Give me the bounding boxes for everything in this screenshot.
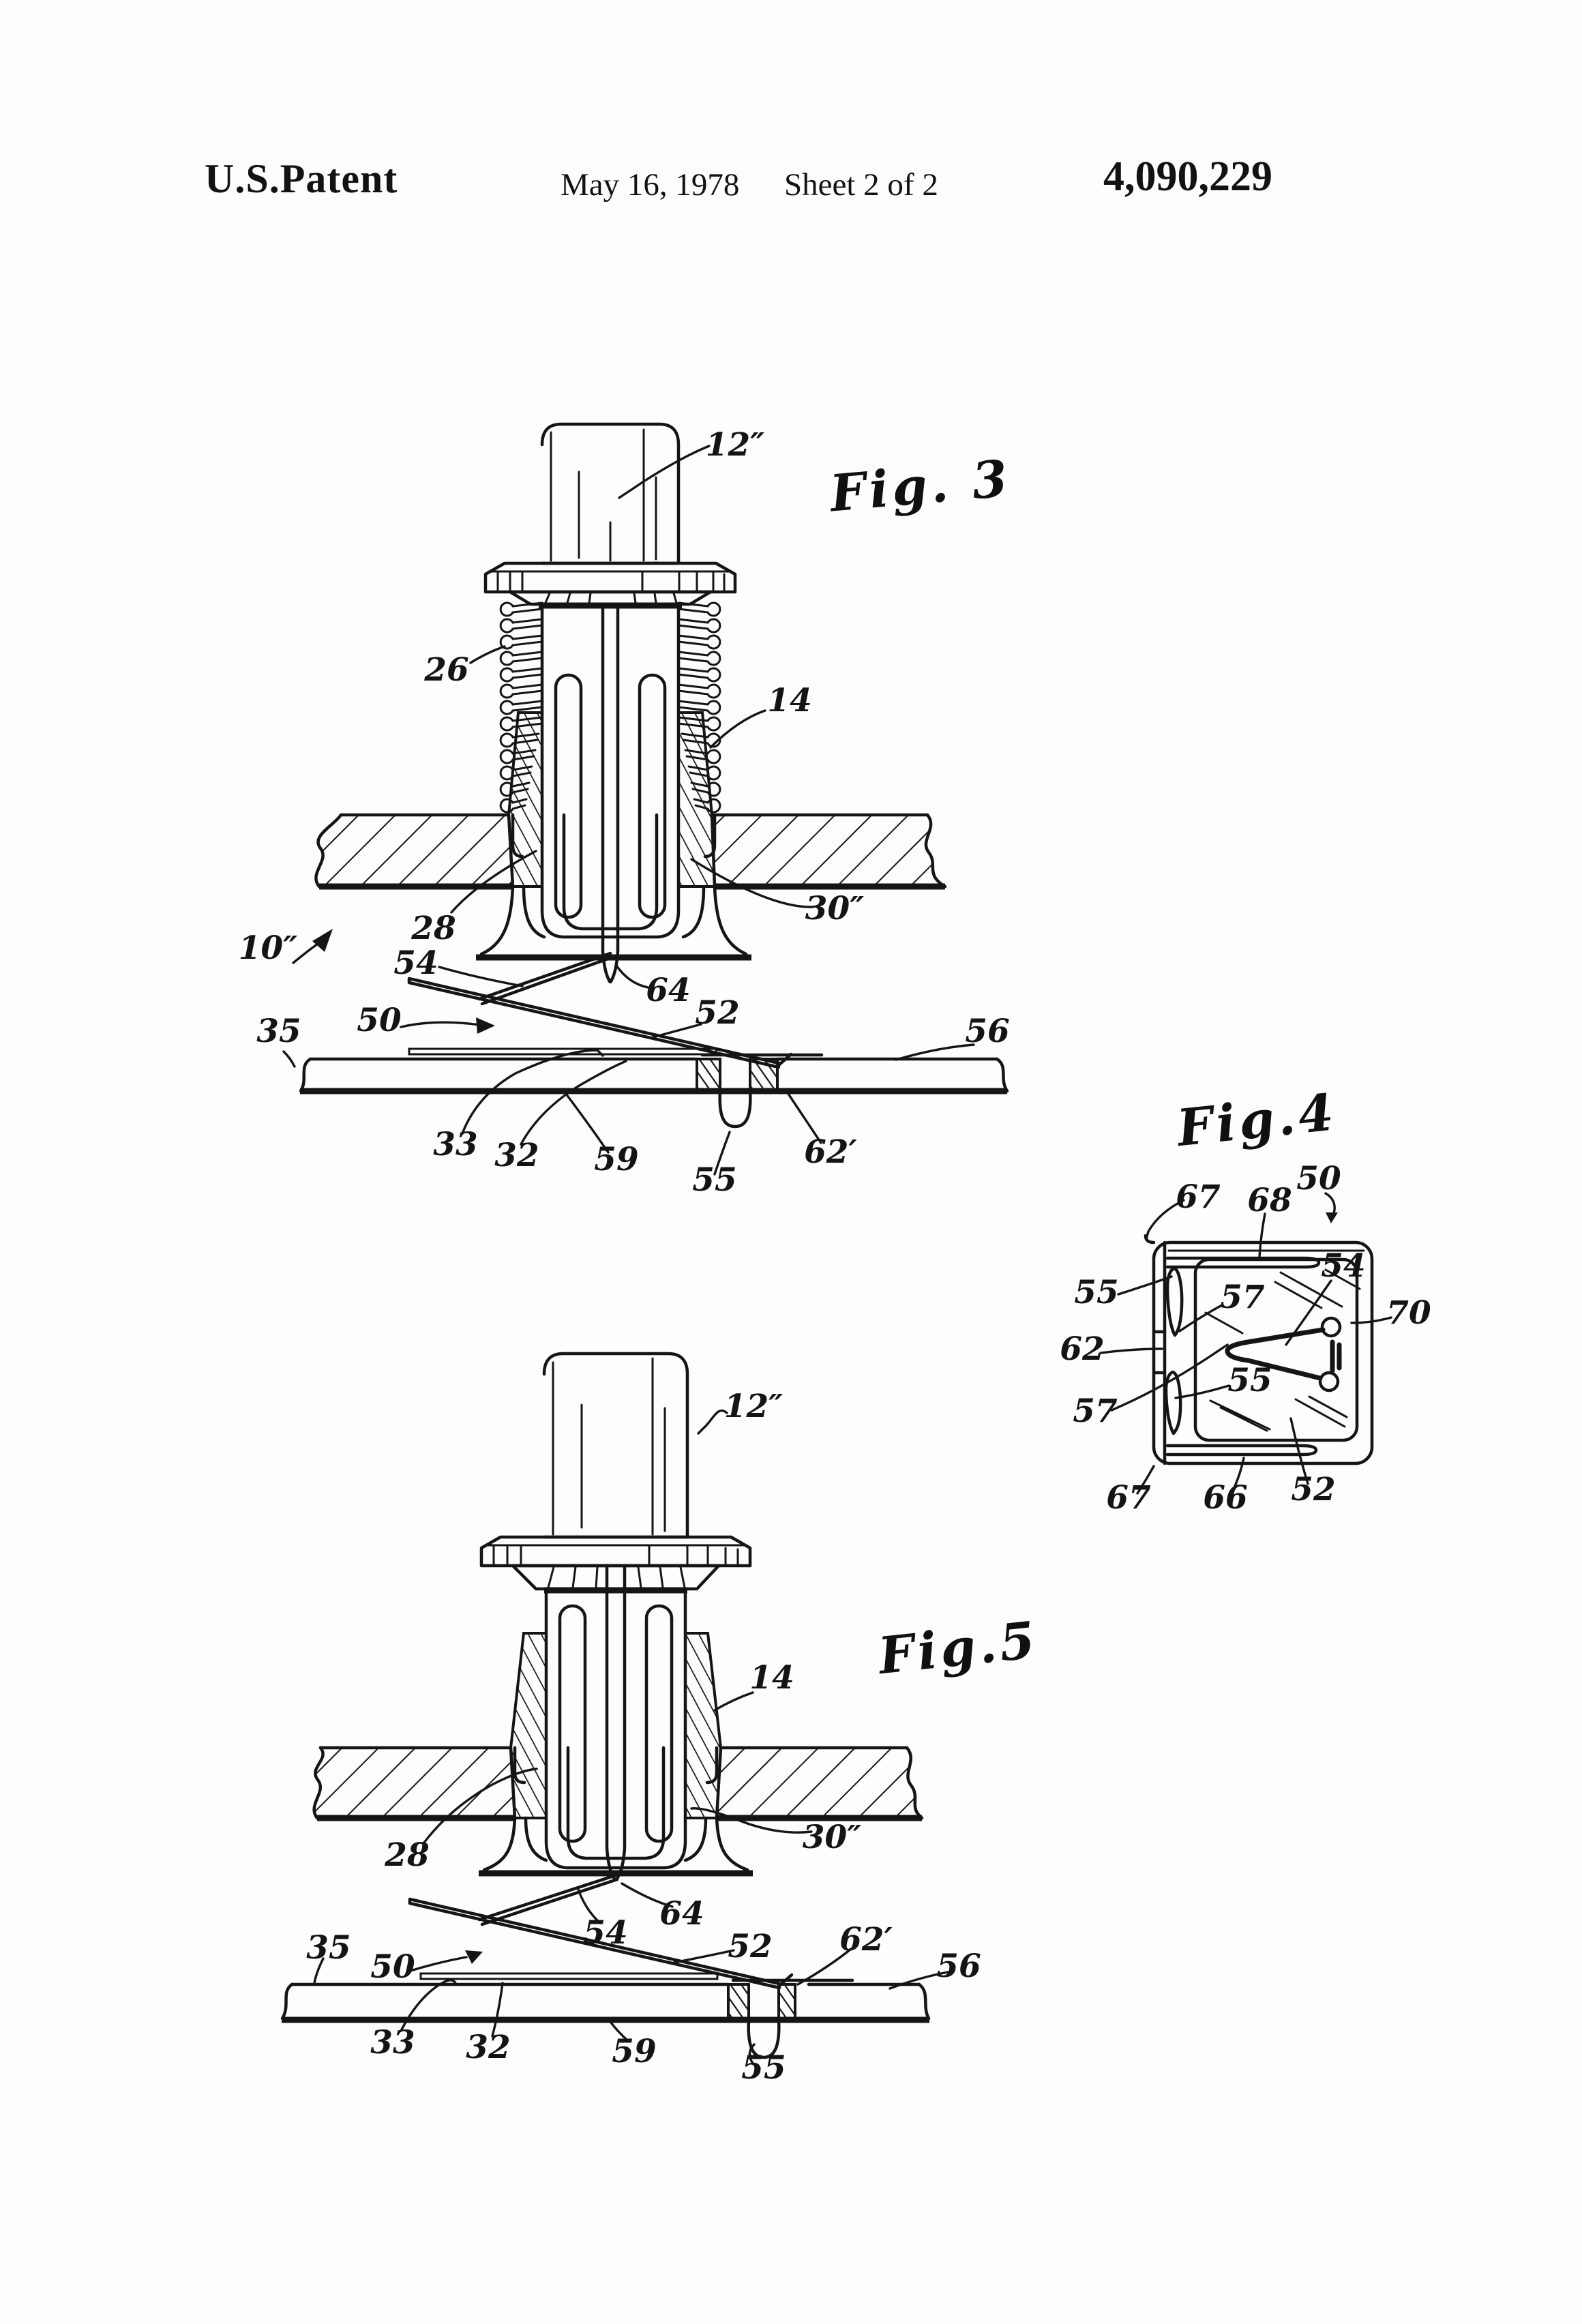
- fig3-anchor-body: [540, 602, 681, 984]
- fig5-ref-55: 55: [741, 2049, 786, 2087]
- fig5-ref-28: 28: [384, 1836, 429, 1874]
- fig4-ref-68: 68: [1247, 1182, 1292, 1219]
- fig3-ref-64: 64: [646, 972, 690, 1009]
- fig4-shading: [1204, 1268, 1361, 1432]
- fig5-ref-52: 52: [728, 1928, 772, 1965]
- fig5-ref-64: 64: [659, 1895, 704, 1933]
- fig5-ref-62: 62′: [839, 1921, 893, 1958]
- fig3-collar: [507, 711, 717, 888]
- sheet-number: Sheet 2 of 2: [784, 167, 938, 203]
- fig4-ref-67-top: 67: [1176, 1178, 1221, 1216]
- fig3-ref-54: 54: [393, 944, 438, 982]
- fig4-ref-57-lower: 57: [1073, 1392, 1118, 1430]
- fig3-upper-panel: [314, 813, 947, 890]
- fig3-ref-50: 50: [357, 1002, 402, 1039]
- fig5-stud: [542, 1352, 689, 1539]
- fig3-ref-12: 12″: [706, 426, 764, 464]
- fig3-ref-10: 10″: [239, 929, 297, 967]
- figure-5-drawing: Fig.5 12″ 14 28 30″ 64 54 52 62′ 56 35 5…: [280, 1352, 1041, 2087]
- fig5-anchor-body: [544, 1564, 687, 1881]
- fig4-ref-labels: Fig.4 67 68 50 54 70 55 57 62 55 57 67 6…: [1060, 1083, 1431, 1517]
- fig4-hairpin-spring: [1225, 1316, 1342, 1392]
- fig3-ref-59: 59: [594, 1141, 638, 1178]
- fig5-ref-50: 50: [370, 1948, 415, 1986]
- figure-3-title: Fig. 3: [826, 449, 1013, 524]
- fig5-ref-54: 54: [583, 1914, 627, 1952]
- fig5-ref-14: 14: [749, 1659, 794, 1697]
- fig3-ref-14: 14: [767, 682, 811, 719]
- figure-3-drawing: Fig. 3 12″ 26 14 28 30″ 10″ 54 64 50 35 …: [239, 422, 1013, 1199]
- fig4-ref-55-left: 55: [1074, 1274, 1118, 1311]
- fig5-ref-labels: Fig.5 12″ 14 28 30″ 64 54 52 62′ 56 35 5…: [306, 1388, 1041, 2087]
- fig5-ref-59: 59: [612, 2033, 656, 2070]
- figure-4-drawing: Fig.4 67 68 50 54 70 55 57 62 55 57 67 6…: [1060, 1083, 1431, 1517]
- fig5-leader-lines: [313, 1409, 949, 2065]
- patent-office-title: U.S.Patent: [205, 156, 398, 201]
- fig5-flange: [479, 1535, 752, 1594]
- fig5-ref-32: 32: [466, 2029, 510, 2066]
- fig4-ref-52: 52: [1291, 1471, 1335, 1508]
- fig5-ref-56: 56: [936, 1948, 981, 1985]
- fig3-ref-52: 52: [695, 994, 739, 1032]
- fig5-grommet: [479, 1746, 753, 1877]
- fig4-clip-plate: [1152, 1240, 1374, 1465]
- fig5-lower-panel: [280, 1972, 931, 2059]
- fig4-ref-70: 70: [1386, 1294, 1431, 1332]
- fig5-ref-33: 33: [370, 2024, 415, 2061]
- patent-number: 4,090,229: [1103, 153, 1272, 200]
- figure-5-title: Fig.5: [874, 1611, 1041, 1686]
- fig5-ref-35: 35: [306, 1929, 350, 1967]
- fig4-leader-lines: [1099, 1192, 1392, 1495]
- fig4-ref-55-center: 55: [1227, 1362, 1272, 1399]
- fig3-ref-28: 28: [411, 910, 456, 947]
- fig3-ref-30: 30″: [805, 890, 864, 927]
- fig4-ref-57-upper: 57: [1220, 1279, 1265, 1316]
- fig3-ref-35: 35: [256, 1013, 301, 1050]
- fig5-ref-30: 30″: [803, 1819, 861, 1856]
- issue-date: May 16, 1978: [561, 167, 740, 203]
- fig3-ref-55: 55: [692, 1161, 736, 1199]
- fig3-grommet: [476, 813, 751, 961]
- fig3-ref-26: 26: [423, 651, 468, 689]
- fig5-ref-12: 12″: [724, 1388, 783, 1425]
- fig4-ref-66: 66: [1203, 1479, 1247, 1517]
- fig3-spring: [499, 601, 721, 814]
- fig4-ref-67-bottom: 67: [1106, 1479, 1151, 1517]
- fig3-ref-labels: Fig. 3 12″ 26 14 28 30″ 10″ 54 64 50 35 …: [239, 426, 1013, 1199]
- fig5-collar: [509, 1632, 723, 1819]
- fig3-ref-62: 62′: [804, 1133, 857, 1171]
- fig4-ref-62: 62: [1060, 1330, 1104, 1368]
- fig3-flange: [483, 561, 737, 609]
- figure-4-title: Fig.4: [1173, 1083, 1339, 1158]
- fig3-lower-panel: [299, 1047, 1009, 1129]
- fig3-ref-33: 33: [433, 1126, 477, 1163]
- fig5-upper-panel: [312, 1746, 924, 1821]
- fig4-ref-50: 50: [1296, 1160, 1341, 1197]
- fig4-ref-54: 54: [1321, 1247, 1365, 1285]
- fig3-ref-56: 56: [965, 1013, 1009, 1050]
- fig3-leader-lines: [282, 445, 975, 1176]
- fig3-stud: [540, 422, 681, 565]
- fig3-ref-32: 32: [494, 1137, 539, 1174]
